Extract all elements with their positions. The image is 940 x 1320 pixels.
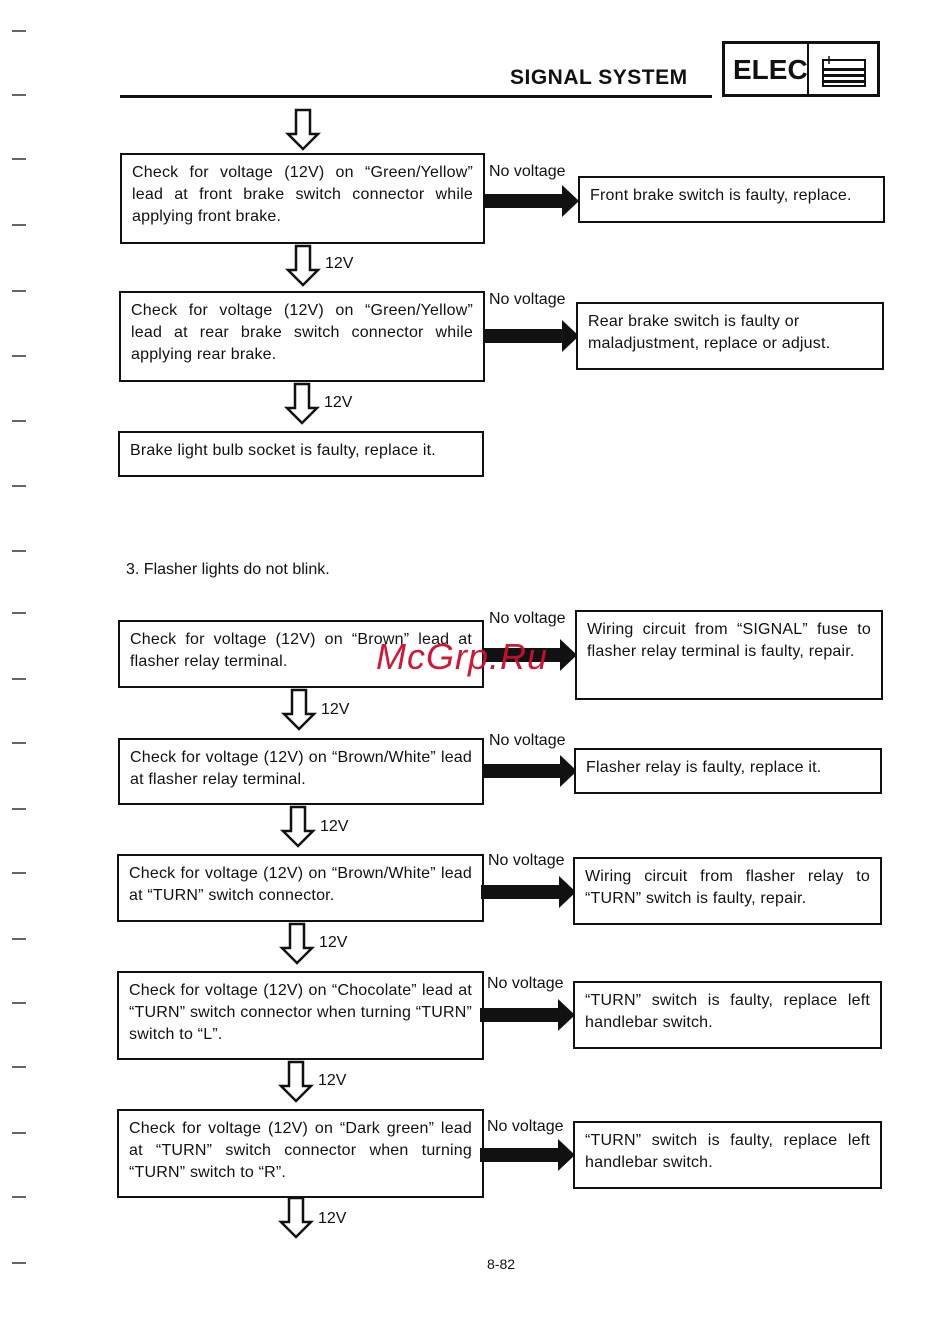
fault-result-box: “TURN” switch is faulty, replace left ha… (573, 981, 882, 1049)
badge-divider (807, 44, 809, 94)
margin-mark (12, 872, 26, 874)
pass-voltage-label: 12V (318, 1210, 347, 1227)
margin-mark (12, 550, 26, 552)
fault-result-box: Front brake switch is faulty, replace. (578, 176, 885, 223)
no-voltage-label: No voltage (488, 852, 565, 869)
pass-arrow-icon (284, 382, 320, 425)
pass-arrow-icon (281, 688, 317, 731)
margin-mark (12, 30, 26, 32)
page-number: 8-82 (487, 1256, 516, 1272)
section-badge: ELEC (722, 41, 880, 97)
pass-arrow-icon (280, 805, 316, 848)
no-voltage-arrow-icon (481, 876, 576, 908)
pass-voltage-label: 12V (325, 255, 354, 272)
header-rule (120, 95, 712, 98)
pass-voltage-label: 12V (321, 701, 350, 718)
check-step-box: Check for voltage (12V) on “Chocolate” l… (117, 971, 484, 1060)
margin-mark (12, 420, 26, 422)
fault-result-box: Wiring circuit from flasher relay to “TU… (573, 857, 882, 925)
margin-mark (12, 290, 26, 292)
pass-voltage-label: 12V (319, 934, 348, 951)
no-voltage-label: No voltage (489, 163, 566, 180)
no-voltage-label: No voltage (489, 291, 566, 308)
pass-arrow-icon (285, 244, 321, 287)
fault-result-box: “TURN” switch is faulty, replace left ha… (573, 1121, 882, 1189)
no-voltage-label: No voltage (489, 610, 566, 627)
no-voltage-arrow-icon (482, 755, 577, 787)
no-voltage-label: No voltage (487, 1118, 564, 1135)
fault-result-box: Wiring circuit from “SIGNAL” fuse to fla… (575, 610, 883, 700)
page-title: SIGNAL SYSTEM (510, 66, 688, 89)
section-badge-label: ELEC (733, 54, 808, 85)
fault-result-box: Rear brake switch is faulty or maladjust… (576, 302, 884, 370)
margin-mark (12, 94, 26, 96)
check-step-box: Check for voltage (12V) on “Green/Yellow… (120, 153, 485, 244)
margin-mark (12, 485, 26, 487)
section-heading: 3. Flasher lights do not blink. (126, 561, 330, 578)
no-voltage-arrow-icon (480, 999, 575, 1031)
check-step-box: Check for voltage (12V) on “Brown/White”… (118, 738, 484, 805)
margin-mark (12, 1132, 26, 1134)
no-voltage-arrow-icon (480, 1139, 575, 1171)
flow-entry-arrow-icon (285, 108, 321, 151)
watermark: McGrp.Ru (376, 636, 549, 677)
margin-mark (12, 612, 26, 614)
check-step-box: Check for voltage (12V) on “Dark green” … (117, 1109, 484, 1198)
pass-arrow-icon (278, 1060, 314, 1103)
margin-mark (12, 158, 26, 160)
margin-mark (12, 355, 26, 357)
final-result-box: Brake light bulb socket is faulty, repla… (118, 431, 484, 477)
margin-mark (12, 1262, 26, 1264)
check-step-box: Check for voltage (12V) on “Green/Yellow… (119, 291, 485, 382)
no-voltage-arrow-icon (484, 320, 579, 352)
margin-mark (12, 1002, 26, 1004)
no-voltage-arrow-icon (482, 639, 577, 671)
pass-arrow-icon (278, 1196, 314, 1239)
margin-mark (12, 1066, 26, 1068)
margin-mark (12, 742, 26, 744)
no-voltage-arrow-icon (484, 185, 579, 217)
battery-icon (822, 56, 866, 87)
fault-result-box: Flasher relay is faulty, replace it. (574, 748, 882, 794)
no-voltage-label: No voltage (489, 732, 566, 749)
pass-voltage-label: 12V (324, 394, 353, 411)
margin-mark (12, 1196, 26, 1198)
pass-arrow-icon (279, 922, 315, 965)
no-voltage-label: No voltage (487, 975, 564, 992)
pass-voltage-label: 12V (318, 1072, 347, 1089)
margin-mark (12, 938, 26, 940)
margin-mark (12, 224, 26, 226)
margin-mark (12, 678, 26, 680)
check-step-box: Check for voltage (12V) on “Brown” lead … (118, 620, 484, 688)
check-step-box: Check for voltage (12V) on “Brown/White”… (117, 854, 484, 922)
margin-mark (12, 808, 26, 810)
pass-voltage-label: 12V (320, 818, 349, 835)
